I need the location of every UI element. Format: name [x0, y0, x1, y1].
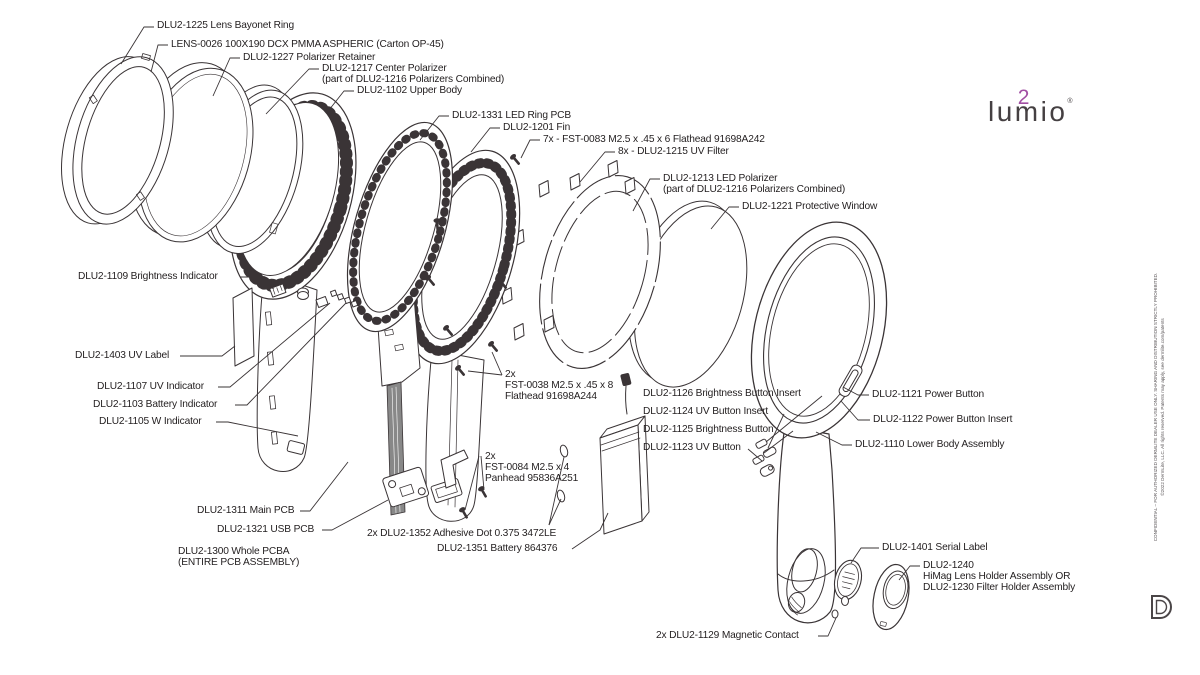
leader-line-fst-0038 — [467, 370, 503, 376]
dermlite-d-logo — [1151, 595, 1172, 619]
leader-line-fst-0083 — [520, 139, 540, 159]
filter-holder-assembly-part — [872, 563, 910, 631]
leader-line-dlu2-1240 — [898, 565, 920, 581]
adhesive-dot-part — [556, 444, 569, 503]
leader-line-dlu2-1129 — [818, 617, 837, 637]
leader-line-dlu2-1121 — [842, 386, 869, 396]
button-parts — [752, 438, 777, 477]
leader-line-dlu2-1215 — [579, 151, 615, 183]
leader-line-lens-0026 — [150, 44, 168, 73]
leader-line-dlu2-1321 — [322, 499, 389, 531]
leader-line-dlu2-1217 — [265, 68, 319, 115]
registered-mark: ® — [1067, 98, 1073, 105]
led-polarizer-part — [539, 175, 661, 369]
usb-pcb-part — [382, 466, 430, 508]
leader-line-dlu2-1110 — [815, 431, 852, 446]
leader-line-dlu2-1107 — [218, 302, 331, 388]
leader-line-dlu2-1109 — [240, 276, 275, 290]
leader-line-dlu2-1201 — [470, 127, 500, 153]
leader-line-fst-0084 — [464, 455, 480, 511]
leader-line-dlu2-1102 — [328, 90, 354, 111]
logo-two-accent: 2 — [1017, 86, 1030, 109]
leader-line-dlu2-1103 — [235, 302, 347, 406]
power-button-part — [838, 364, 863, 397]
magnetic-contact-part — [831, 596, 849, 619]
confidential-line-2: ©2022 DermLite, LLC. All rights reserved… — [1159, 318, 1165, 496]
leader-line-dlu2-1401 — [850, 547, 879, 564]
leader-line-dlu2-1351 — [571, 512, 609, 550]
leader-line-dlu2-1352 — [548, 456, 565, 526]
leader-line-dlu2-1126 — [765, 395, 823, 443]
leader-line-dlu2-1213 — [632, 178, 660, 212]
leader-line-fst-0084 — [480, 455, 485, 491]
lower-body-assembly-part: Lumio — [750, 221, 888, 624]
leader-line-dlu2-1122 — [840, 400, 870, 421]
logo-text-post: io — [1040, 96, 1068, 127]
confidential-notice: CONFIDENTIAL – FOR AUTHORIZED DERMLITE D… — [1153, 257, 1167, 557]
leader-line-dlu2-1352 — [548, 498, 562, 526]
battery-part — [599, 373, 650, 535]
lens-bayonet-ring-part — [61, 53, 174, 225]
indicator-parts — [269, 283, 359, 308]
leader-line-dlu2-1105 — [216, 421, 299, 437]
leader-line-dlu2-1125 — [763, 430, 794, 454]
leader-line-dlu2-1123 — [747, 448, 763, 462]
leader-line-dlu2-1227 — [212, 57, 240, 97]
uv-label-part — [232, 287, 255, 367]
leader-line-dlu2-1225 — [120, 26, 154, 65]
leader-line-dlu2-1311 — [300, 461, 349, 512]
confidential-line-1: CONFIDENTIAL – FOR AUTHORIZED DERMLITE D… — [1153, 272, 1158, 542]
leader-line-dlu2-1331 — [419, 115, 449, 141]
leader-line-fst-0038 — [491, 351, 503, 376]
leader-line-dlu2-1403 — [180, 345, 236, 357]
logo-text-mid: m — [1014, 96, 1041, 127]
leader-line-dlu2-1124 — [767, 413, 785, 449]
logo-text-pre: lu — [988, 96, 1015, 127]
leader-line-dlu2-1221 — [710, 206, 739, 230]
bracket-part — [440, 449, 469, 489]
